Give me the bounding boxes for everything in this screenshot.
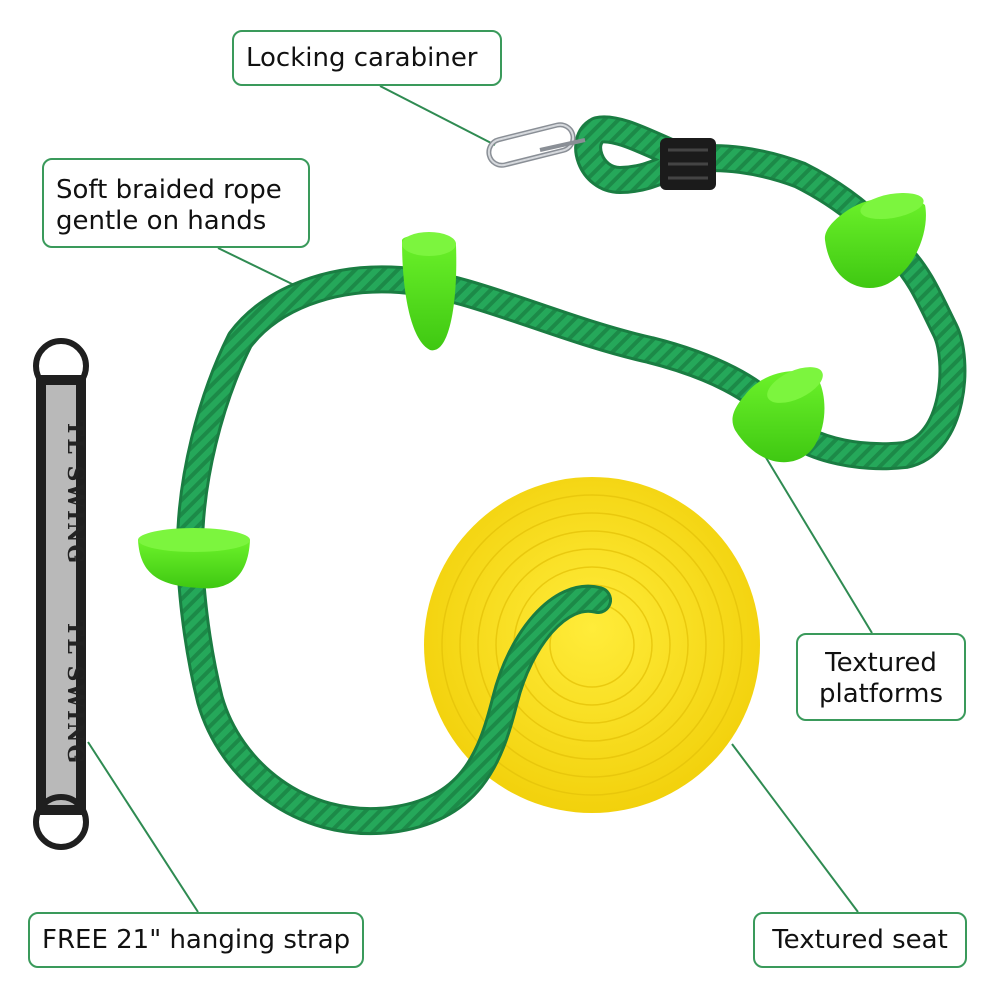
callout-hanging-strap: FREE 21" hanging strap (28, 912, 364, 968)
textured-platforms (138, 192, 926, 589)
callout-soft-braided-rope: Soft braided rope gentle on hands (42, 158, 310, 248)
callout-text: Locking carabiner (246, 43, 478, 73)
callout-textured-platforms: Textured platforms (796, 633, 966, 721)
leader-lines (87, 85, 873, 913)
callout-text: Textured seat (772, 925, 948, 955)
callout-text: FREE 21" hanging strap (42, 925, 351, 955)
rope-collar (660, 138, 716, 190)
strap-ring-bottom (33, 794, 89, 850)
leader-seat (731, 743, 859, 913)
leader-strap (87, 741, 199, 913)
callout-locking-carabiner: Locking carabiner (232, 30, 502, 86)
callout-text: Soft braided rope (56, 175, 282, 205)
platform-4 (824, 192, 926, 288)
platform-1 (138, 528, 250, 589)
leader-carabiner (379, 85, 496, 146)
platform-3 (732, 367, 825, 463)
leader-platforms (764, 455, 873, 634)
callout-text: platforms (818, 679, 944, 709)
carabiner-icon (486, 122, 586, 168)
callout-textured-seat: Textured seat (753, 912, 967, 968)
hanging-strap: TL SWING TL SWING (33, 338, 89, 850)
strap-print: TL SWING (62, 420, 88, 565)
callout-text: gentle on hands (56, 206, 267, 236)
strap-print-repeat: TL SWING (62, 620, 88, 765)
callout-text: Textured (825, 648, 937, 678)
platform-2 (402, 232, 457, 351)
